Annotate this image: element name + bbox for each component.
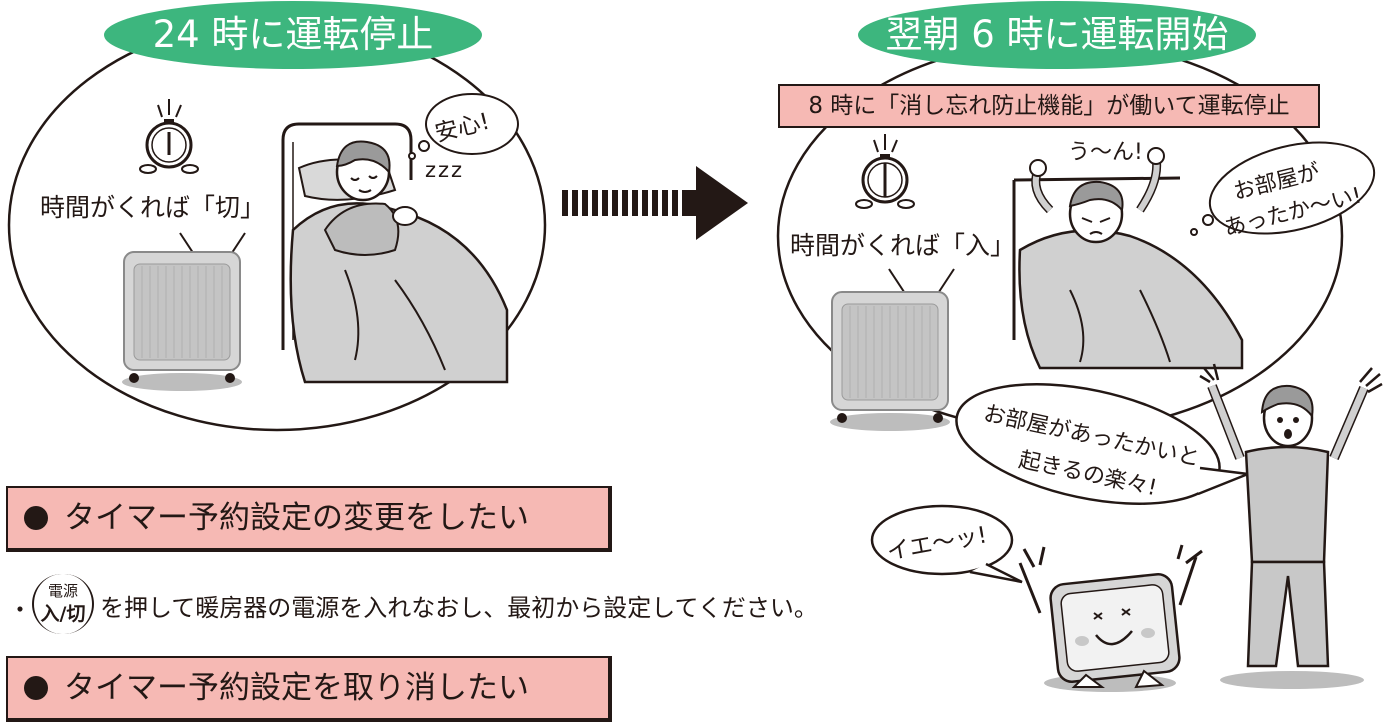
power-button-icon: 電源 入/切 [32, 574, 94, 634]
left-timer-label: 時間がくれば「切」 [40, 193, 266, 222]
right-scene-title: 翌朝 6 時に運転開始 [858, 1, 1256, 69]
power-button-top-label: 電源 [47, 582, 78, 600]
section-cancel-heading: タイマー予約設定を取り消したい [6, 656, 612, 722]
heater-mascot-illustration [1018, 544, 1203, 692]
stop-notice-box: 8 時に「消し忘れ防止機能」が働いて運転停止 [778, 84, 1320, 128]
snore-text: zzz [425, 158, 465, 182]
heater-speech-bubble [870, 504, 1023, 584]
woman-speech-bubble [955, 383, 1249, 505]
section-change-heading: タイマー予約設定の変更をしたい [6, 486, 612, 552]
bullet-mark: ・ [8, 596, 32, 624]
sleeping-woman-illustration [281, 122, 509, 384]
bullet-dot-icon [24, 506, 48, 530]
bullet-dot-icon [24, 676, 48, 700]
panel-heater-icon [122, 251, 242, 391]
alarm-clock-icon [855, 134, 915, 209]
section-change-heading-text: タイマー予約設定の変更をしたい [64, 500, 529, 536]
stretching-woman-illustration [1012, 147, 1244, 370]
section-cancel-heading-text: タイマー予約設定を取り消したい [64, 670, 529, 706]
section-change-instruction: ・ 電源 入/切 を押して暖房器の電源を入れなおし、最初から設定してください。 [8, 572, 988, 636]
transition-arrow-icon [562, 166, 748, 240]
left-thought-bubble [408, 93, 519, 160]
stretch-sound-text: う〜ん! [1068, 140, 1143, 165]
stop-notice-text: 8 時に「消し忘れ防止機能」が働いて運転停止 [808, 93, 1290, 119]
alarm-clock-icon [139, 99, 199, 174]
cheering-woman-illustration [1199, 363, 1383, 689]
panel-heater-icon [830, 291, 950, 431]
power-button-bottom-label: 入/切 [40, 603, 86, 625]
left-scene-title: 24 時に運転停止 [104, 1, 482, 69]
right-timer-label: 時間がくれば「入」 [790, 231, 1016, 260]
right-thought-bubble [1190, 141, 1376, 236]
section-change-body: を押して暖房器の電源を入れなおし、最初から設定してください。 [100, 594, 818, 622]
